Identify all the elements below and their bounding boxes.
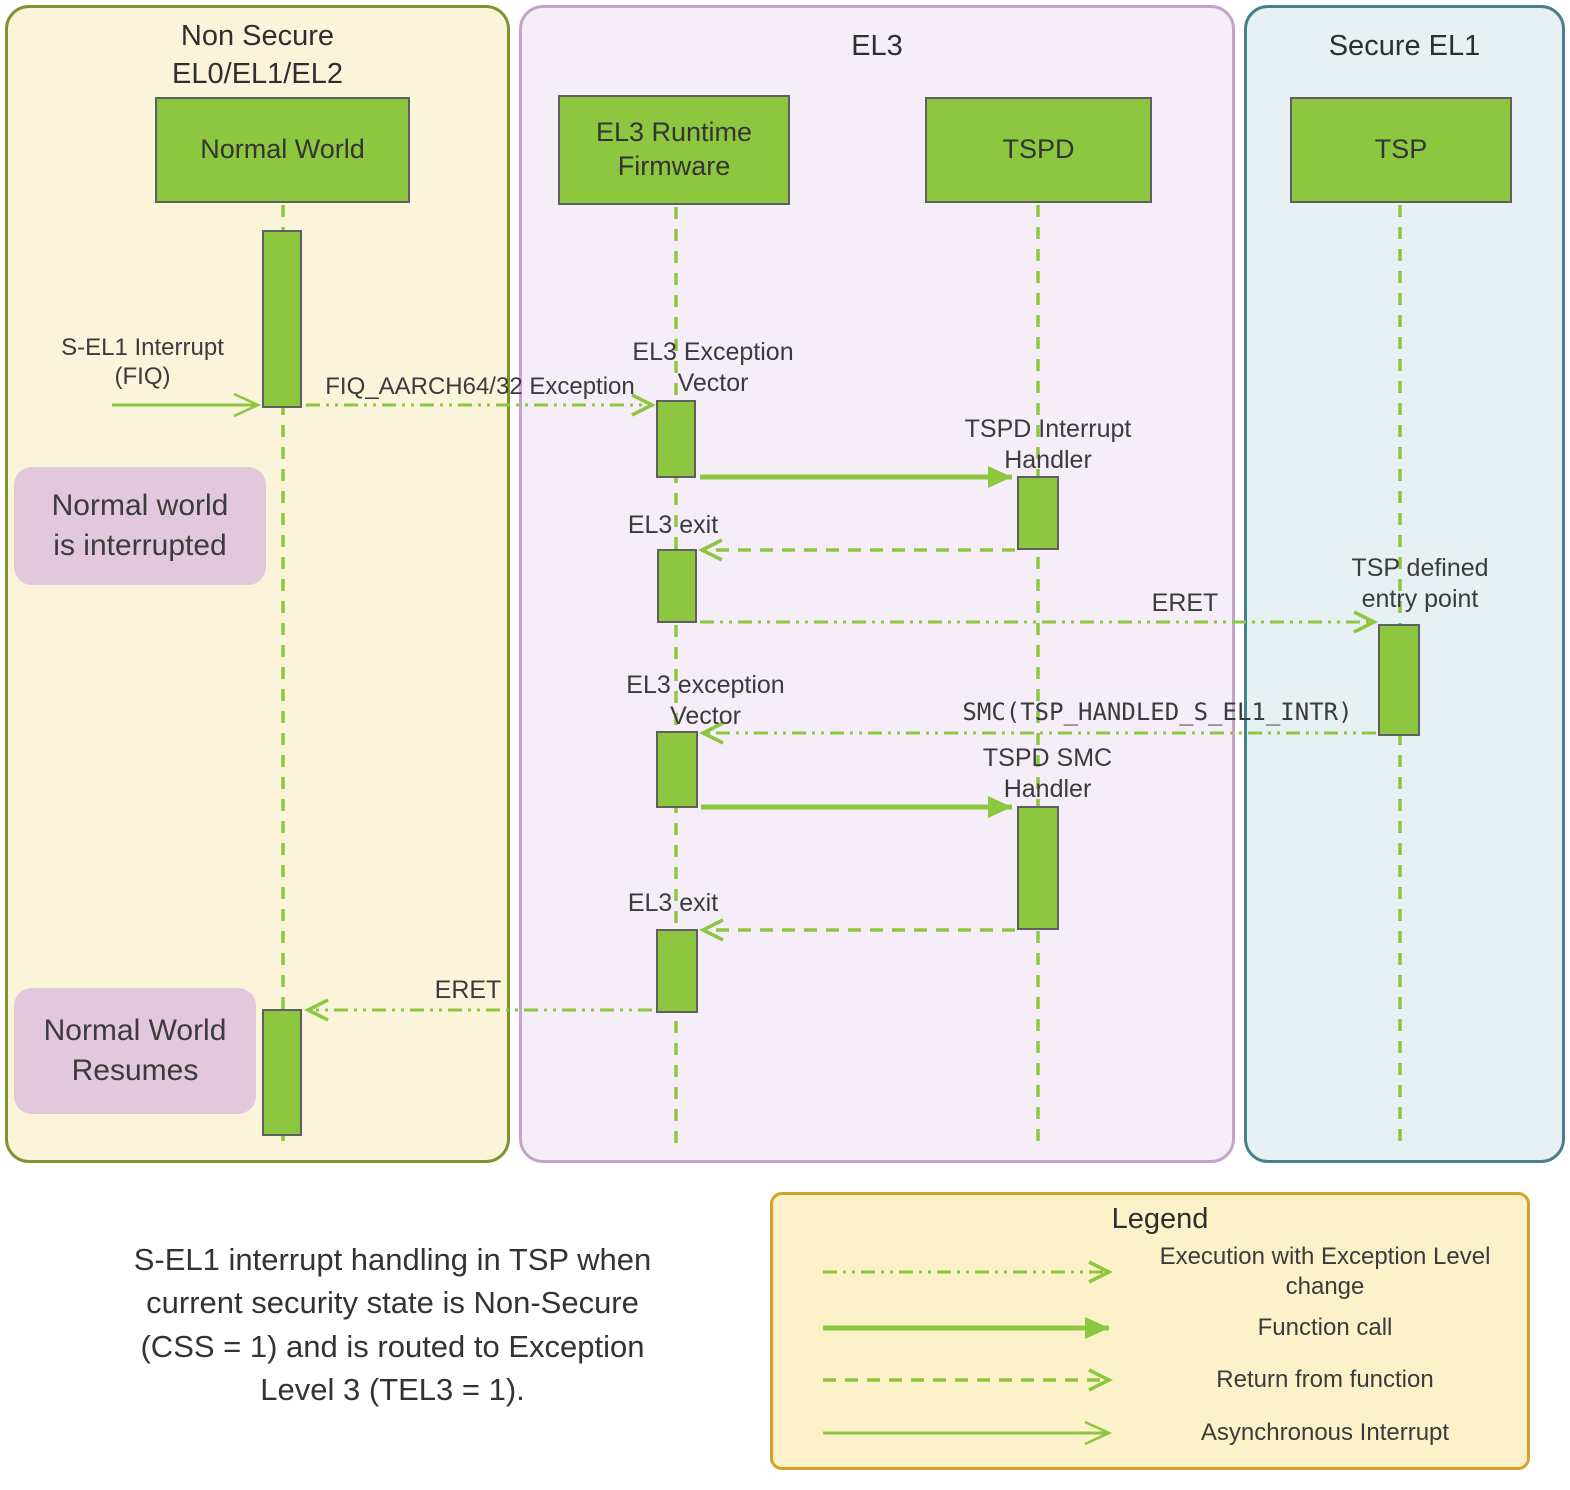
legend-item-label: Return from function [1216,1366,1434,1394]
legend-item-label: Function call [1257,1314,1393,1342]
label-smc-call: SMC(TSP_HANDLED_S_EL1_INTR) [962,698,1353,726]
actor-normal-world: Normal World [155,97,410,203]
activation-tspd-interrupt-handler [1017,476,1059,550]
legend-row-exec-el-change: Execution with Exception Level change [813,1242,1507,1302]
exec-el-change-arrow-icon [823,1260,1113,1284]
activation-normal-world-interrupted [262,230,302,408]
label-el3-exception-vector-1: EL3 Exception Vector [632,338,794,397]
activation-tsp-entry-point [1378,624,1420,736]
note-normal-world-resumes: Normal World Resumes [14,988,256,1114]
legend-item-label: Execution with Exception Level change [1159,1243,1491,1300]
legend-item-label: Asynchronous Interrupt [1200,1418,1450,1446]
legend: Legend Execution with Exception Level ch… [770,1192,1530,1470]
activation-normal-world-resumes [262,1009,302,1136]
label-el3-exit-1: EL3 exit [627,511,719,539]
async-interrupt-arrow-icon [823,1420,1113,1445]
label-el3-exit-2: EL3 exit [627,889,719,917]
actor-tsp: TSP [1290,97,1512,203]
activation-tspd-smc-handler [1017,806,1059,930]
label-tspd-interrupt-handler: TSPD Interrupt Handler [964,415,1132,474]
note-normal-world-interrupted: Normal world is interrupted [14,467,266,585]
activation-el3-exception-vector-2 [656,731,698,808]
diagram-caption: S-EL1 interrupt handling in TSP when cur… [133,1242,652,1408]
legend-row-function-call: Function call [813,1302,1507,1354]
actor-el3-runtime-firmware: EL3 Runtime Firmware [558,95,790,205]
activation-el3-exit-1 [657,549,697,623]
label-s-el1-interrupt: S-EL1 Interrupt (FIQ) [61,334,224,391]
label-el3-exception-vector-2: EL3 exception Vector [626,671,785,730]
label-eret-2: ERET [434,976,502,1004]
activation-el3-exception-vector-1 [656,400,696,478]
label-fiq-exception: FIQ_AARCH64/32 Exception [325,373,635,400]
label-tspd-smc-handler: TSPD SMC Handler [982,744,1113,803]
legend-title: Legend [1111,1203,1209,1235]
return-arrow-icon [823,1368,1113,1393]
activation-el3-exit-2 [656,929,698,1013]
legend-row-async-interrupt: Asynchronous Interrupt [813,1407,1507,1459]
label-eret-1: ERET [1151,589,1219,617]
lane-title-el3: EL3 [851,30,903,62]
function-call-arrow-icon [823,1317,1109,1340]
legend-row-return: Return from function [813,1354,1507,1406]
lane-title-non-secure: Non Secure EL0/EL1/EL2 [172,20,343,90]
actor-tspd: TSPD [925,97,1152,203]
label-tsp-defined-entry-point: TSP defined entry point [1351,554,1489,613]
lane-title-secure-el1: Secure EL1 [1328,30,1481,62]
